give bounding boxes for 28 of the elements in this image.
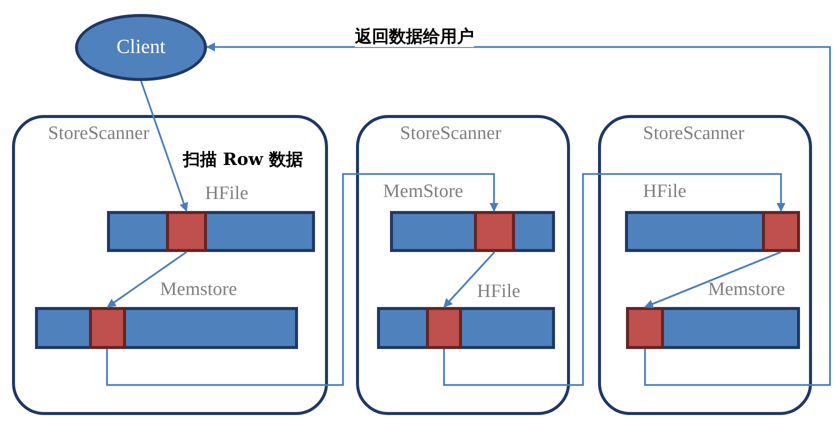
arrow — [206, 42, 831, 386]
highlighted-cell — [474, 211, 515, 252]
highlighted-cell — [426, 307, 462, 349]
edge-label: 扫描 Row 数据 — [183, 150, 303, 170]
arrow — [644, 251, 782, 308]
arrow — [443, 251, 496, 308]
bar-label: HFile — [477, 282, 520, 303]
highlighted-cell — [762, 211, 800, 252]
panel-title: StoreScanner — [48, 124, 150, 145]
highlighted-cell — [626, 307, 664, 349]
arrow — [443, 173, 786, 386]
scanner-panel — [12, 115, 328, 415]
arrow — [106, 173, 498, 386]
edge-label: 返回数据给用户 — [355, 27, 474, 48]
scanner-panel — [356, 115, 570, 415]
bar-label: Memstore — [160, 280, 238, 301]
arrow — [140, 80, 188, 212]
client-ellipse: Client — [75, 14, 207, 81]
panel-title: StoreScanner — [643, 124, 744, 145]
highlighted-cell — [89, 307, 126, 349]
arrow — [106, 251, 188, 308]
bar-label: MemStore — [383, 182, 464, 203]
bar-label: HFile — [643, 182, 686, 203]
highlighted-cell — [166, 211, 207, 252]
bar-label: Memstore — [708, 280, 786, 301]
bar-label: HFile — [205, 184, 248, 205]
panel-title: StoreScanner — [400, 124, 502, 145]
scanner-panel — [598, 115, 812, 415]
